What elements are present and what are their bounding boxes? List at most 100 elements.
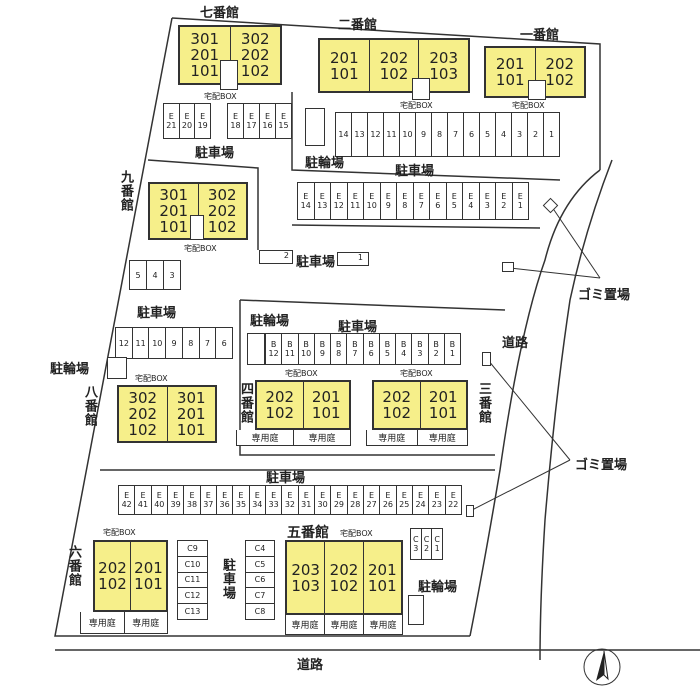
parking-space: E 9: [381, 183, 397, 219]
parking-space: 12: [368, 113, 384, 156]
parking-space: 4: [496, 113, 512, 156]
unit: 202 102: [545, 55, 575, 89]
parking-label: 駐車場: [137, 306, 177, 321]
building-5: 203 103 202 102 201 101: [285, 540, 403, 615]
building-4-label: 四番館: [238, 382, 253, 424]
parking-space: E 30: [315, 486, 332, 514]
delivery-box-label: 宅配BOX: [400, 101, 433, 110]
parking-space: E 37: [201, 486, 217, 514]
parking-space: E 11: [348, 183, 364, 219]
parking-space: 6: [464, 113, 480, 156]
parking-space: C7: [246, 588, 274, 605]
parking-space: 9: [166, 328, 183, 358]
parking-space: 5: [480, 113, 496, 156]
parking-space: C 2: [422, 529, 433, 559]
unit: 201 101: [428, 388, 458, 422]
building-9: 301 201 101 302 202 102: [148, 182, 248, 240]
parking-space: E 39: [168, 486, 185, 514]
parking-space: 1: [548, 130, 555, 139]
parking-space: 4: [147, 261, 164, 289]
building-3-label: 三番館: [476, 382, 491, 424]
unit: 301 201 101: [180, 27, 231, 83]
parking-space: 8: [432, 113, 448, 156]
parking-space: E 42: [119, 486, 136, 514]
parking-space: B 11: [282, 334, 299, 364]
parking-space: C4: [246, 541, 274, 557]
parking-space: B 5: [380, 334, 396, 364]
parking-space: C 3: [411, 529, 422, 559]
parking-label: 駐車場: [395, 164, 435, 179]
parking-space: 11: [384, 113, 400, 156]
unit: 302 202 102: [240, 30, 270, 80]
private-garden-row: 専用庭専用庭: [366, 430, 468, 446]
unit: 301 201 101: [150, 184, 199, 238]
unit: 302 202 102: [119, 387, 168, 441]
building-7-label: 七番館: [200, 6, 240, 21]
unit: 201 101: [320, 40, 370, 91]
parking-space: B 2: [429, 334, 445, 364]
delivery-box-label: 宅配BOX: [184, 244, 217, 253]
parking-space: 3: [512, 113, 528, 156]
delivery-box: [190, 215, 204, 240]
bike-parking: [107, 357, 127, 379]
parking-space: C11: [178, 573, 207, 589]
delivery-box: [528, 80, 546, 100]
parking-space: E 5: [447, 183, 463, 219]
parking-space: C12: [178, 588, 207, 605]
road-label-east: 道路: [502, 336, 529, 351]
parking-space: E 18: [228, 104, 244, 138]
parking-space: E 10: [364, 183, 381, 219]
parking-space: B 12: [266, 334, 283, 364]
parking-space: B 6: [364, 334, 380, 364]
parking-slot-2: 2: [259, 250, 293, 264]
parking-space: 6: [221, 338, 227, 348]
building-1: 201 101 202 102: [484, 46, 586, 98]
garbage-area: [466, 505, 474, 517]
parking-space: E 24: [413, 486, 430, 514]
parking-slot-1: 1: [337, 252, 369, 266]
unit: 201 101: [368, 560, 397, 595]
parking-space: E 33: [266, 486, 283, 514]
parking-space: E 14: [298, 183, 315, 219]
parking-space: C13: [184, 607, 201, 617]
building-1-label: 一番館: [520, 28, 560, 43]
unit: 203 103: [287, 542, 326, 613]
unit: 201 101: [486, 48, 536, 96]
parking-space: 11: [133, 328, 150, 358]
parking-space: 14: [336, 113, 352, 156]
parking-space: C9: [178, 541, 207, 557]
parking-space: C5: [246, 557, 274, 573]
parking-space: E 3: [480, 183, 496, 219]
parking-label: 駐車場: [220, 558, 235, 600]
parking-space: B 4: [396, 334, 413, 364]
unit: 202 102: [374, 382, 421, 428]
private-garden-row: 専用庭専用庭: [236, 430, 351, 446]
parking-space: E 41: [135, 486, 152, 514]
parking-space: E 6: [430, 183, 447, 219]
delivery-box-label: 宅配BOX: [512, 101, 545, 110]
building-9-label: 九番館: [118, 170, 133, 212]
parking-space: E 16: [260, 104, 276, 138]
parking-space: C10: [178, 557, 207, 573]
parking-space: E 32: [282, 486, 299, 514]
parking-space: E 38: [184, 486, 201, 514]
bike-parking: [408, 595, 424, 625]
road-label-south: 道路: [297, 658, 324, 673]
building-6-label: 六番館: [66, 545, 81, 587]
parking-space: E 17: [244, 104, 260, 138]
parking-space: E 13: [315, 183, 331, 219]
parking-space: B 9: [315, 334, 331, 364]
delivery-box-label: 宅配BOX: [204, 92, 237, 101]
parking-space: E 25: [397, 486, 413, 514]
unit: 201 101: [311, 388, 341, 422]
unit: 203 103: [429, 48, 458, 83]
parking-space: E 12: [331, 183, 348, 219]
parking-space: 7: [448, 113, 464, 156]
delivery-box-label: 宅配BOX: [340, 529, 373, 538]
private-garden: 専用庭: [132, 619, 160, 629]
